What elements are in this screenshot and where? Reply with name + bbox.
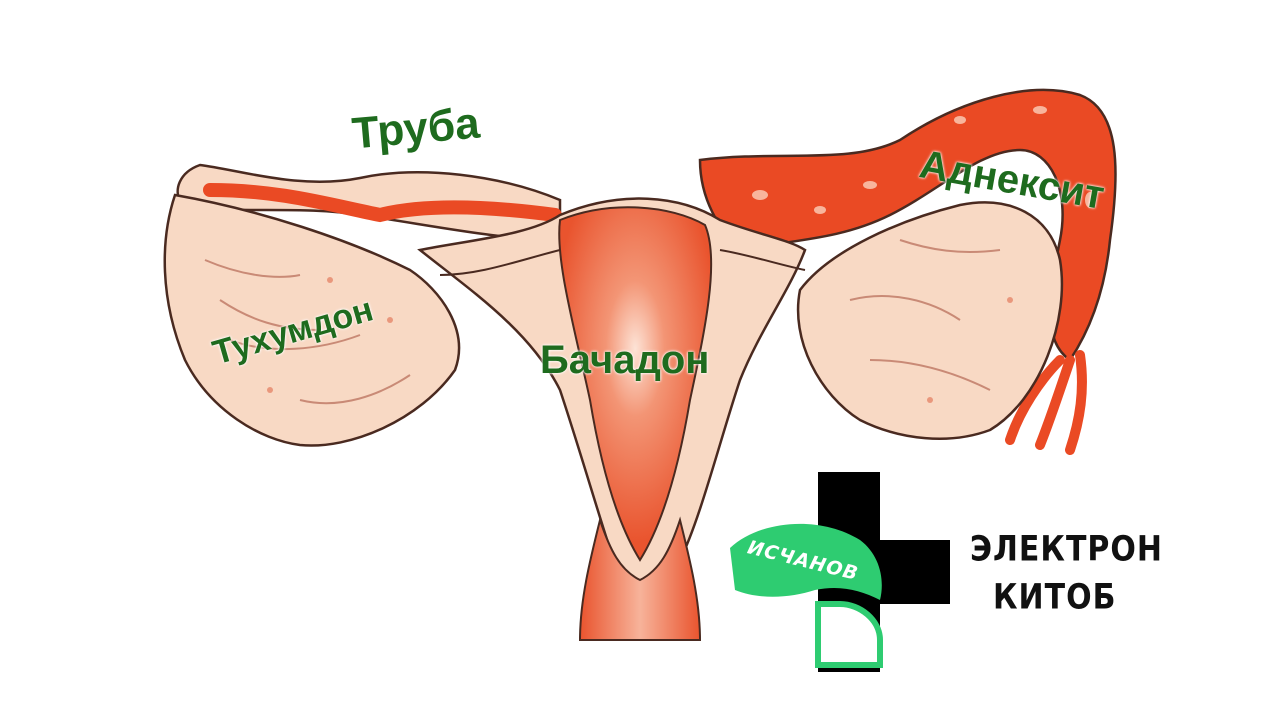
brand-line-1: ЭЛЕКТРОН (970, 529, 1164, 570)
logo-leaf (730, 523, 882, 600)
uterus-body (417, 197, 807, 641)
brand-line-2: КИТОБ (993, 577, 1117, 618)
left-fallopian-tube (176, 163, 562, 242)
logo-leaf-outline (815, 601, 883, 668)
right-inflamed-tube (698, 88, 1117, 455)
left-ovary (163, 193, 461, 447)
label-uterus: Бачадон (540, 338, 710, 382)
right-ovary (796, 201, 1064, 440)
logo (730, 472, 950, 672)
